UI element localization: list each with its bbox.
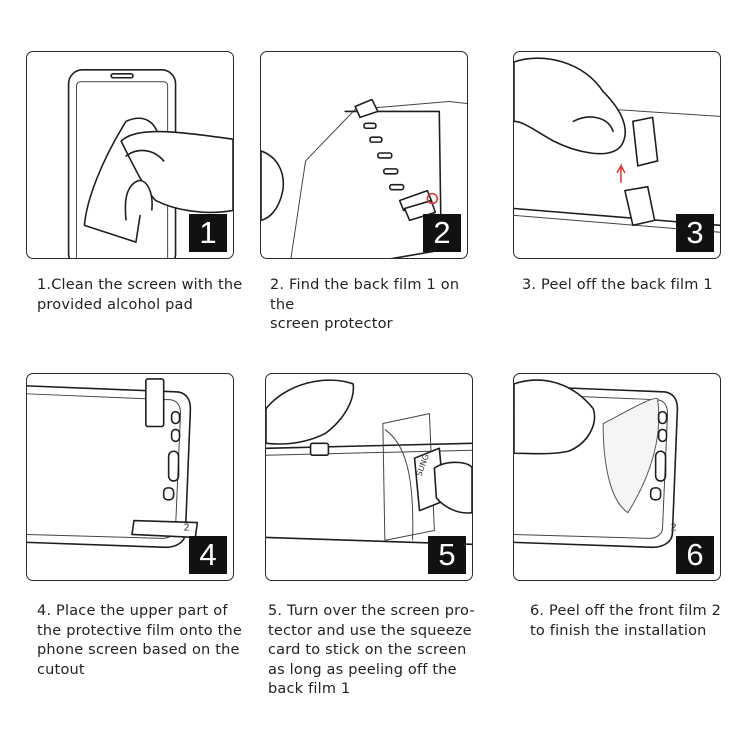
hand-cloth-illustration [67,69,233,258]
step-number-badge: 4 [189,536,227,574]
step-1-panel: 1 [26,51,234,259]
step-2-panel: 2 [260,51,468,259]
step-number-badge: 3 [676,214,714,252]
step-3-caption: 3. Peel off the back film 1 [522,277,713,293]
place-film-illustration: 2 [27,378,199,549]
step-5-panel: SUNG 5 [265,373,473,581]
step-4-caption: 4. Place the upper part of the protectiv… [37,603,243,678]
step-1-caption: 1.Clean the screen with the provided alc… [37,277,243,313]
step-number-badge: 5 [428,536,466,574]
svg-text:2: 2 [183,522,189,533]
step-6-panel: 2 6 [513,373,721,581]
step-2-caption: 2. Find the back film 1 on the screen pr… [270,277,460,332]
svg-text:2: 2 [670,522,676,533]
peel-front-illustration: 2 [514,379,679,549]
peel-illustration [514,57,720,233]
film-tab-illustration [261,98,467,258]
step-4-panel: 2 4 [26,373,234,581]
step-number-badge: 2 [423,214,461,252]
step-6-caption: 6. Peel off the front film 2 to finish t… [530,603,722,639]
step-number-badge: 1 [189,214,227,252]
step-5-caption: 5. Turn over the screen pro- tector and … [268,603,475,697]
squeeze-card-illustration: SUNG [266,379,472,546]
step-number-badge: 6 [676,536,714,574]
step-3-panel: 3 [513,51,721,259]
highlight-circle [426,192,439,205]
